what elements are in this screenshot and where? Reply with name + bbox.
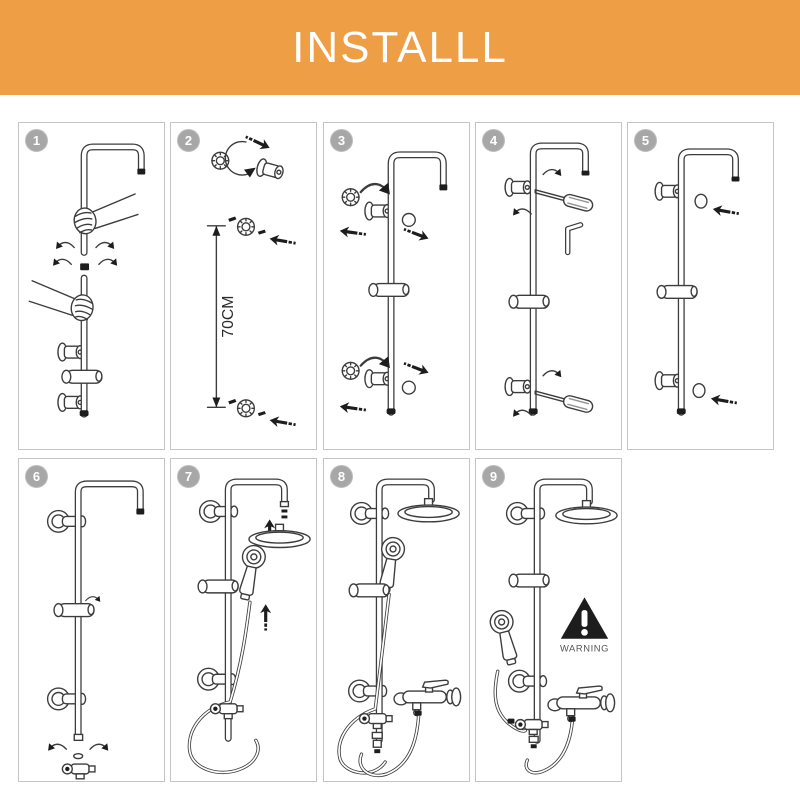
warning-label: WARNING (560, 644, 609, 654)
step-number-badge: 9 (482, 465, 505, 488)
install-banner: INSTALLL (0, 0, 800, 95)
banner-title: INSTALLL (292, 22, 508, 72)
step-6-illustration (46, 480, 145, 780)
step-number-badge: 8 (330, 465, 353, 488)
step-3-illustration (339, 151, 448, 416)
step-2-illustration: 70CM (206, 131, 297, 431)
step-number-badge: 3 (330, 129, 353, 152)
step-number-badge: 7 (177, 465, 200, 488)
step-1-illustration (26, 143, 146, 418)
step-panel-1: 1 (18, 122, 165, 450)
dimension-label: 70CM (220, 296, 237, 338)
step-panel-6: 6 (18, 458, 165, 782)
step-number-badge: 5 (634, 129, 657, 152)
step-panel-5: 5 (627, 122, 774, 450)
step-panel-2: 2 70CM (170, 122, 317, 450)
step-5-illustration (654, 148, 740, 416)
step-number-badge: 4 (482, 129, 505, 152)
step-panel-4: 4 (475, 122, 622, 450)
step-9-illustration: WARNING (487, 478, 618, 775)
step-panel-7: 7 (170, 458, 317, 782)
step-panel-3: 3 (323, 122, 470, 450)
step-number-badge: 2 (177, 129, 200, 152)
step-7-illustration (187, 478, 311, 775)
step-panel-9: 9 WARNING (475, 458, 622, 782)
step-number-badge: 1 (25, 129, 48, 152)
step-number-badge: 6 (25, 465, 48, 488)
step-4-illustration (504, 142, 595, 418)
step-8-illustration (337, 478, 462, 777)
step-panel-8: 8 (323, 458, 470, 782)
